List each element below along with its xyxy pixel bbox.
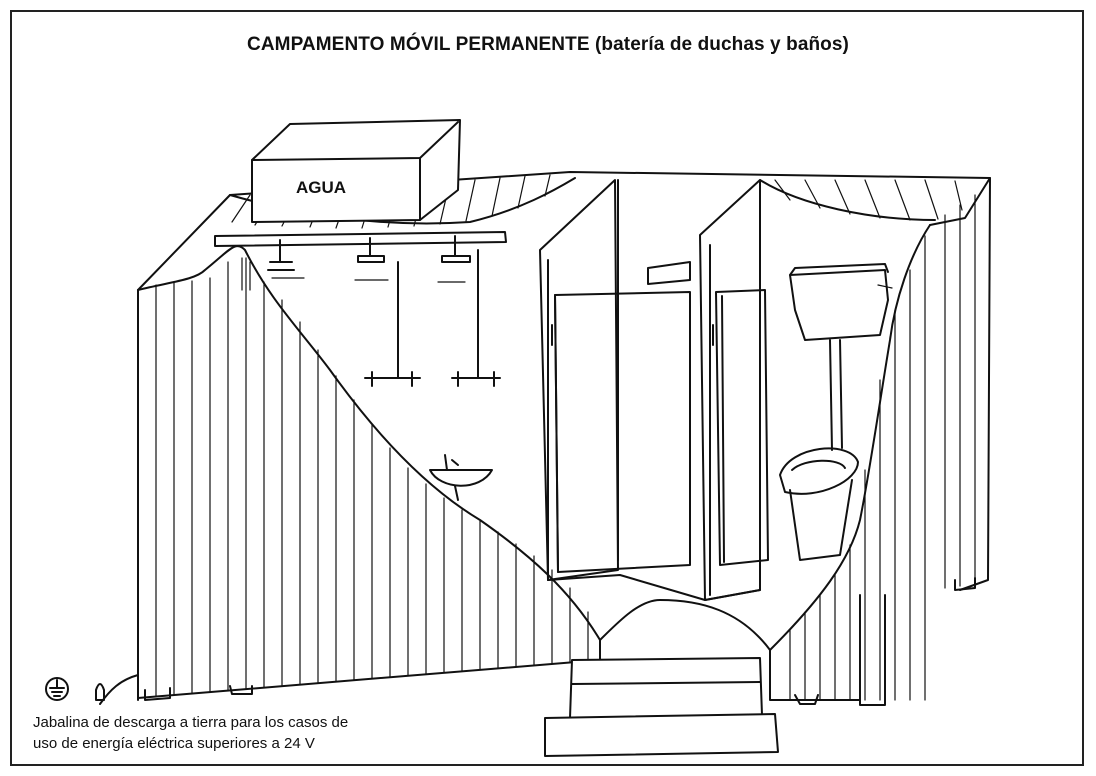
caption-line-2: uso de energía eléctrica superiores a 24… bbox=[33, 735, 315, 752]
title-main: CAMPAMENTO MÓVIL PERMANENTE bbox=[247, 34, 590, 55]
toilet bbox=[779, 263, 893, 561]
ground-symbol-icon bbox=[45, 677, 69, 701]
grounding-rod-icon bbox=[95, 683, 105, 701]
grounding-wire bbox=[99, 674, 139, 705]
sink bbox=[429, 454, 493, 501]
water-tank: AGUA bbox=[251, 119, 461, 223]
tank-label: AGUA bbox=[296, 178, 346, 197]
entrance-steps bbox=[544, 657, 779, 757]
floor bbox=[547, 574, 771, 661]
grounding-caption: Jabalina de descarga a tierra para los c… bbox=[33, 712, 348, 754]
showers bbox=[214, 231, 507, 387]
left-wall bbox=[137, 245, 601, 701]
caption-line-1: Jabalina de descarga a tierra para los c… bbox=[33, 714, 349, 731]
figure-title: CAMPAMENTO MÓVIL PERMANENTE (batería de … bbox=[0, 34, 1096, 56]
interior-partitions bbox=[539, 179, 769, 601]
right-wall bbox=[769, 177, 991, 706]
title-subtitle: (batería de duchas y baños) bbox=[595, 34, 849, 55]
